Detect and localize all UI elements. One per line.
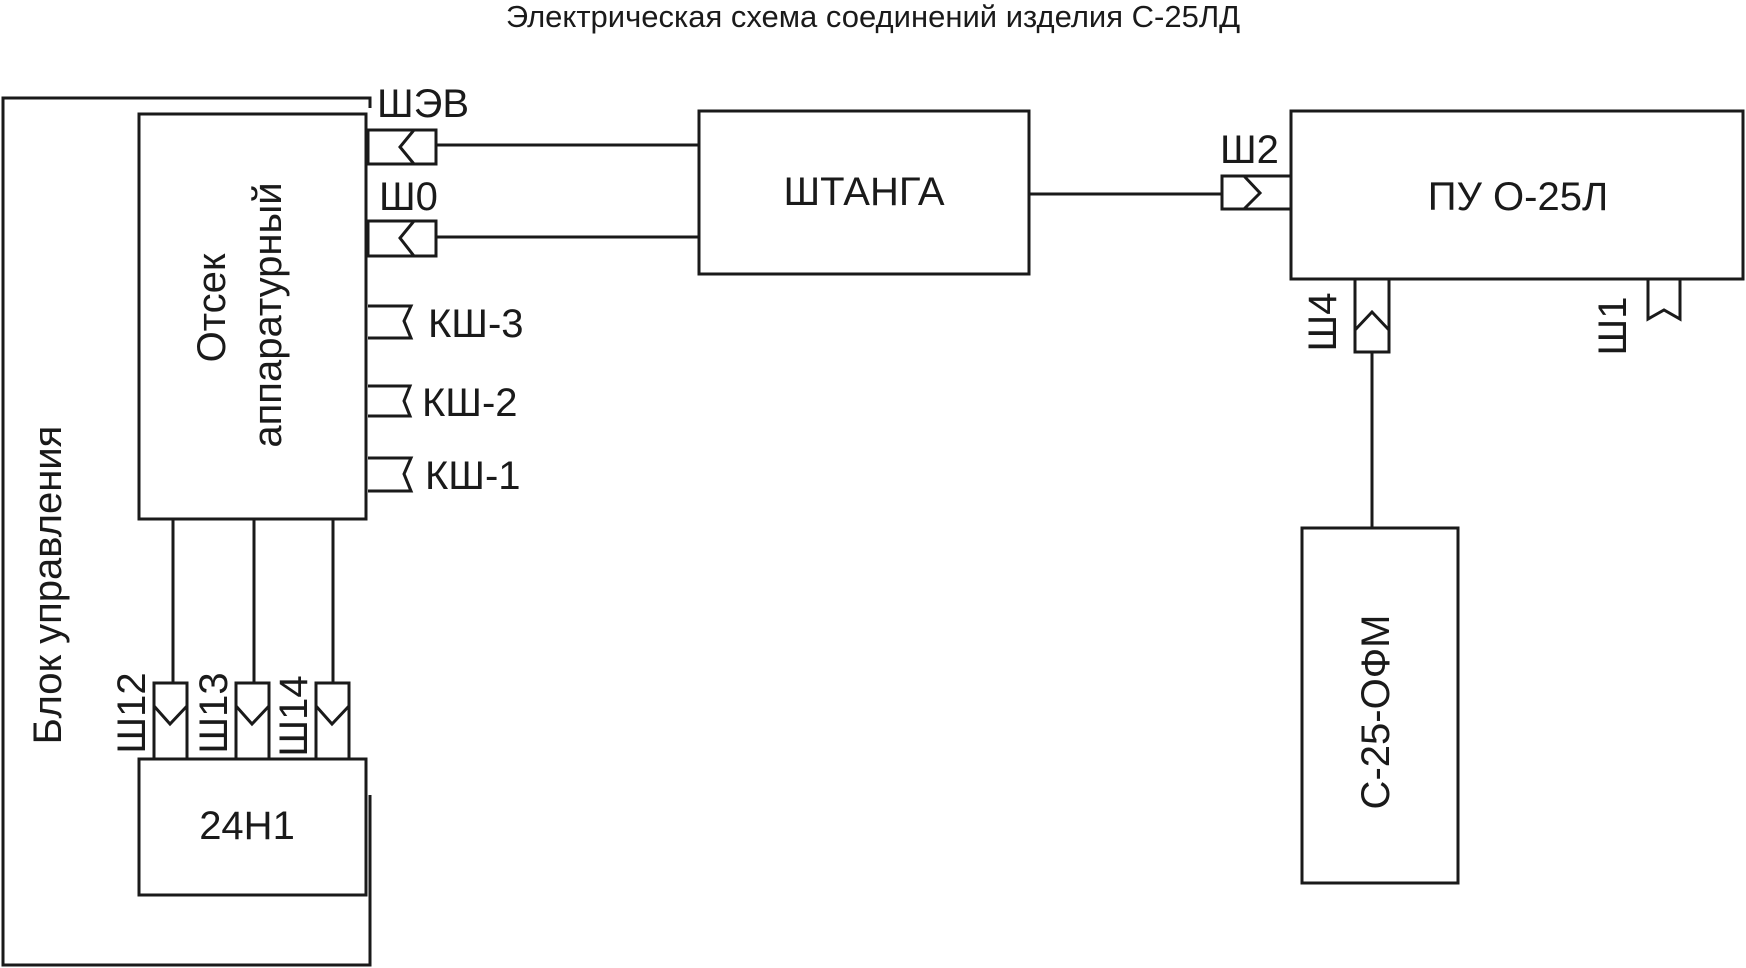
shtanga-label: ШТАНГА (784, 170, 945, 214)
connector-label-ksh1: КШ-1 (425, 454, 521, 498)
connector-label-sh4: Ш4 (1301, 293, 1345, 352)
diagram-title: Электрическая схема соединений изделия С… (506, 0, 1240, 34)
connector-sh1 (1646, 279, 1682, 322)
connector-sh4 (1353, 277, 1391, 354)
connector-ksh3 (368, 304, 414, 340)
block-24n1-label: 24Н1 (199, 804, 295, 848)
connector-label-sh14: Ш14 (272, 675, 316, 756)
connector-sh0 (366, 219, 438, 258)
pu-o25l-label: ПУ О-25Л (1428, 175, 1608, 219)
connector-sh2 (1220, 174, 1293, 211)
connector-label-sh2: Ш2 (1220, 128, 1279, 172)
connector-label-shev: ШЭВ (377, 82, 469, 126)
block-24n1 (137, 757, 368, 897)
connector-label-sh12: Ш12 (110, 672, 154, 753)
ofm-label: С-25-ОФМ (1354, 615, 1398, 810)
connector-sh13 (234, 681, 271, 761)
connector-sh14 (314, 681, 351, 761)
control-unit-frame (1, 96, 372, 967)
connector-sh12 (152, 681, 189, 761)
connector-label-sh0: Ш0 (379, 175, 438, 219)
compartment-label-line2: аппаратурный (246, 182, 290, 447)
shtanga-box (697, 109, 1031, 276)
control-unit-label: Блок управления (26, 426, 70, 745)
compartment-label-line1: Отсек (190, 253, 234, 362)
connector-shev (366, 128, 438, 166)
connector-ksh1 (368, 456, 414, 493)
connector-ksh2 (368, 384, 413, 418)
ofm-box (1300, 526, 1460, 885)
connector-label-ksh3: КШ-3 (428, 302, 524, 346)
connector-label-sh13: Ш13 (192, 672, 236, 753)
connector-label-ksh2: КШ-2 (422, 381, 518, 425)
connector-label-sh1: Ш1 (1591, 297, 1635, 356)
pu-o25l-box (1289, 109, 1745, 281)
